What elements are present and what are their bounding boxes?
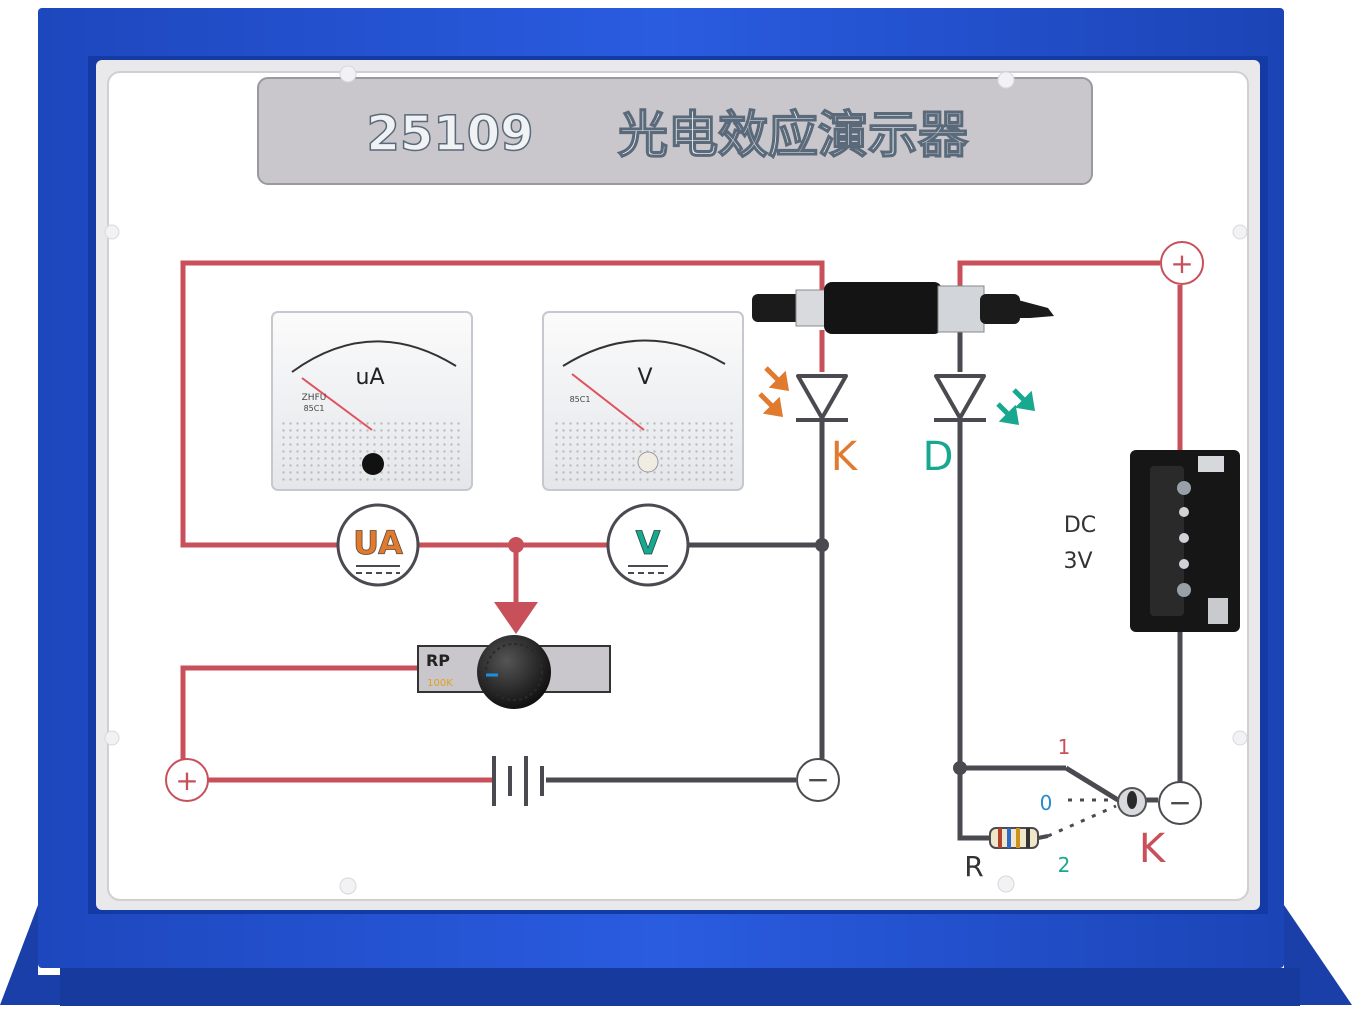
dark-wires: [546, 330, 1183, 841]
minus-terminal-right: −: [1158, 781, 1202, 825]
switch-position-1: 1: [1058, 735, 1071, 759]
voltmeter-unit: V: [637, 365, 652, 390]
plus-terminal-left-label: +: [175, 764, 198, 797]
voltage-label: 3V: [1063, 549, 1092, 574]
toggle-switch[interactable]: [1117, 787, 1147, 817]
voltmeter-model: 85C1: [570, 395, 591, 404]
microammeter-unit: uA: [356, 365, 385, 390]
switch-position-0: 0: [1040, 791, 1053, 815]
slider-arrow: [494, 602, 538, 634]
ua-symbol: UA: [336, 503, 420, 587]
cathode-label-k: K: [831, 434, 859, 480]
resistor-label-r: R: [964, 850, 983, 883]
photodiode-symbol: K: [758, 366, 859, 480]
minus-terminal-left-label: −: [806, 763, 829, 796]
model-number: 25109: [367, 106, 534, 162]
voltmeter: V 85C1: [542, 311, 744, 491]
led-label-d: D: [923, 434, 954, 480]
microammeter-brand: ZHFU: [302, 393, 327, 403]
title-plate: 25109 光电效应演示器: [257, 77, 1093, 185]
device-name: 光电效应演示器: [618, 106, 969, 164]
dc-label: DC: [1064, 513, 1096, 538]
plus-terminal-left: +: [165, 758, 209, 802]
switch-dotted-lines: [1047, 798, 1117, 838]
microammeter-model: 85C1: [304, 404, 325, 413]
minus-terminal-right-label: −: [1168, 786, 1191, 819]
ua-symbol-label: UA: [353, 524, 403, 562]
switch-label-k: K: [1139, 826, 1167, 872]
photocell-tube: [752, 282, 1054, 334]
rheostat-label: RP: [426, 651, 450, 670]
battery-holder: [1130, 450, 1240, 632]
wire-junctions: [508, 537, 967, 775]
microammeter: uA ZHFU 85C1: [271, 311, 473, 491]
rheostat-value: 100K: [427, 678, 453, 689]
led-symbol: D: [923, 374, 1036, 480]
minus-terminal-left: −: [796, 758, 840, 802]
battery-symbol: [492, 756, 544, 806]
v-symbol: V: [606, 503, 690, 587]
rheostat: RP 100K: [417, 635, 611, 709]
plus-terminal-right-label: +: [1170, 247, 1193, 280]
v-symbol-label: V: [636, 524, 661, 562]
mounting-dots: [104, 65, 1248, 895]
resistor: R: [964, 827, 1049, 883]
plus-terminal-right: +: [1160, 241, 1204, 285]
switch-position-2: 2: [1058, 853, 1071, 877]
